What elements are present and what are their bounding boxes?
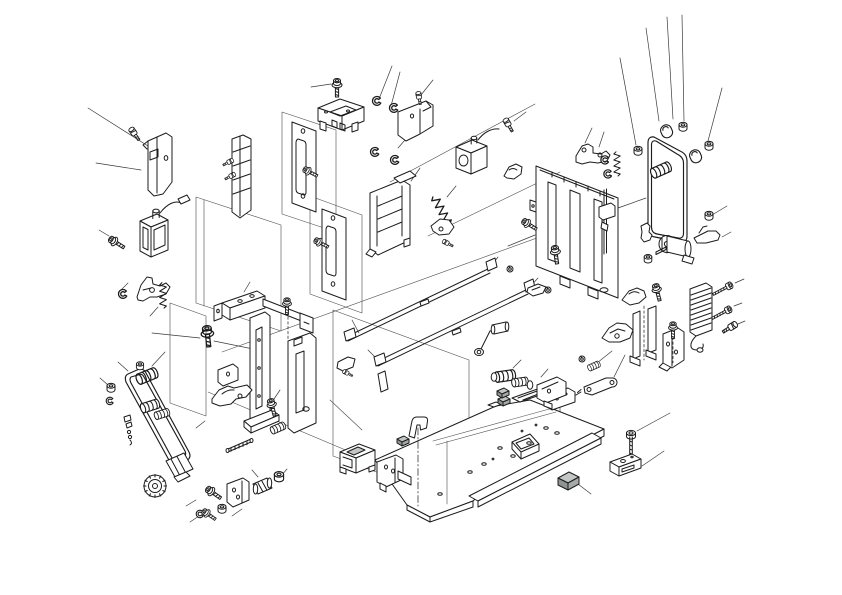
c-clip	[105, 396, 114, 406]
coil-spring	[613, 151, 621, 177]
long-machine-screw	[711, 280, 735, 298]
rubber-pad-small	[396, 435, 410, 447]
lever-arm-left	[117, 276, 171, 309]
bushing	[106, 382, 116, 393]
drive-gear	[143, 474, 167, 498]
ribbed-roller	[648, 160, 674, 180]
relay-bracket	[317, 98, 365, 133]
pin	[655, 246, 667, 255]
belt-drive-unit	[165, 452, 194, 483]
c-clip	[369, 146, 380, 157]
bushing	[643, 254, 653, 264]
guide-channel-small	[629, 305, 657, 367]
long-machine-screw	[710, 304, 734, 322]
bushing	[273, 471, 285, 483]
link-chain	[123, 414, 133, 446]
hanger-bracket	[598, 188, 616, 255]
ribbon-cable-guide	[689, 282, 713, 353]
barrel-roller	[252, 477, 273, 495]
carriage-frame	[211, 290, 317, 434]
flange-screw	[199, 506, 219, 524]
rubber-pad	[557, 471, 580, 491]
slotted-plate	[321, 208, 347, 301]
flange-screw	[650, 282, 665, 303]
solenoid	[455, 116, 516, 175]
bushing	[633, 145, 643, 156]
side-frame-right	[529, 165, 619, 300]
gripper-clip	[601, 322, 634, 343]
half-bushing-cap	[658, 122, 675, 141]
s-clip	[640, 222, 653, 243]
bushing	[217, 503, 227, 514]
flange-screw	[331, 78, 343, 98]
c-clip	[389, 154, 400, 165]
foot-bracket	[526, 283, 547, 297]
guide-rail-upper	[343, 257, 498, 342]
c-clip	[388, 102, 399, 113]
pinch-roller-assembly	[474, 321, 567, 410]
claw-clip	[503, 163, 523, 180]
threaded-pin	[225, 438, 254, 453]
hook-clip	[408, 416, 429, 439]
mounting-bracket-top	[397, 90, 434, 142]
lever-arm-top	[575, 143, 611, 165]
spring-clip	[430, 218, 455, 249]
bushing	[704, 210, 714, 221]
guide-channel	[365, 170, 417, 258]
solenoid	[106, 194, 191, 258]
t-lever	[693, 225, 721, 244]
belt-drive-unit	[658, 235, 695, 265]
bushing	[135, 361, 145, 371]
highlighted-flange-screw	[200, 324, 215, 348]
leader-lines	[87, 14, 746, 523]
half-bushing-cap	[687, 147, 704, 166]
timing-belt-right	[647, 136, 688, 243]
base-chassis-plate	[374, 399, 605, 523]
corner-bracket	[127, 125, 173, 197]
l-bracket	[658, 321, 685, 372]
thumb-screw	[720, 320, 740, 336]
claw-clip	[621, 287, 647, 306]
guide-rail-lower	[373, 278, 536, 367]
bracket-block	[226, 477, 250, 508]
foot-stand	[339, 443, 376, 475]
bushing	[678, 121, 688, 132]
block-bracket	[609, 453, 642, 477]
c-clip	[603, 169, 613, 179]
lever-arm	[575, 355, 618, 396]
e-ring	[506, 265, 514, 273]
flange-screw	[203, 483, 224, 503]
ribbed-roller	[152, 407, 172, 421]
c-clip	[371, 95, 382, 106]
bushing	[704, 140, 714, 151]
support-pillar	[221, 134, 252, 219]
rail-clip	[336, 356, 389, 393]
mounting-bracket-left	[376, 454, 412, 493]
